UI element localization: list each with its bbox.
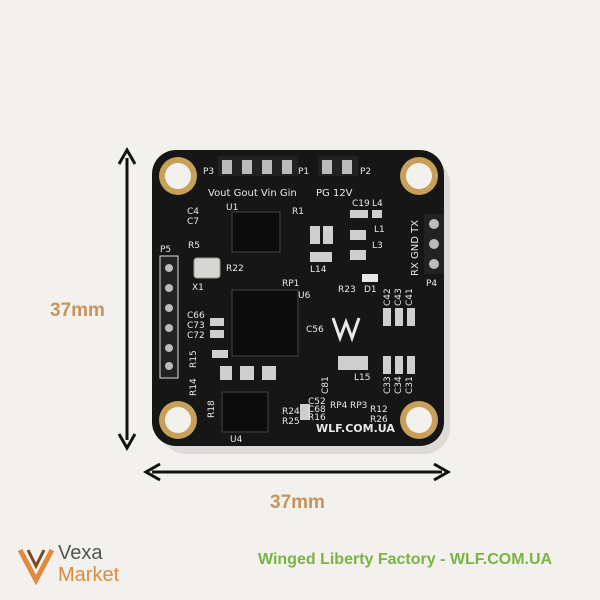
label-r14: R14 xyxy=(189,378,199,396)
brand-name-line2: Market xyxy=(58,564,120,586)
label-rp3: RP3 xyxy=(350,401,367,411)
label-p2: P2 xyxy=(360,167,371,177)
label-r1: R1 xyxy=(292,207,304,217)
label-c43: C43 xyxy=(394,288,404,306)
vexa-logo-icon xyxy=(17,548,55,586)
label-c56: C56 xyxy=(306,325,324,335)
label-rp1: RP1 xyxy=(282,279,299,289)
label-p5: P5 xyxy=(160,245,171,255)
label-r5: R5 xyxy=(188,241,200,251)
footer-caption: Winged Liberty Factory - WLF.COM.UA xyxy=(258,551,553,568)
label-p3: P3 xyxy=(203,167,214,177)
label-c66: C66 xyxy=(187,311,205,321)
label-c42: C42 xyxy=(383,288,393,306)
board-url: WLF.COM.UA xyxy=(316,422,395,435)
chip-u1 xyxy=(231,211,281,253)
header-pins-top xyxy=(218,156,358,176)
vertical-dimension-arrow xyxy=(117,146,137,452)
crystal-x1 xyxy=(193,257,221,279)
label-c7: C7 xyxy=(187,217,199,227)
horizontal-dimension-arrow xyxy=(142,462,452,482)
horizontal-dimension-label: 37mm xyxy=(270,492,325,513)
label-c81: C81 xyxy=(321,376,331,394)
pins-right-text: RX GND TX xyxy=(410,220,421,276)
mounting-holes xyxy=(159,157,438,439)
label-l15: L15 xyxy=(354,373,370,383)
label-c72: C72 xyxy=(187,331,205,341)
brand-block: Vexa Market xyxy=(18,542,168,588)
label-r26: R26 xyxy=(370,415,388,425)
label-c52: C52 xyxy=(308,397,326,407)
brand-name-line1: Vexa xyxy=(58,542,103,564)
label-r24: R24 xyxy=(282,407,300,417)
label-x1: X1 xyxy=(192,283,204,293)
label-c41: C41 xyxy=(405,288,415,306)
label-l1: L1 xyxy=(374,225,385,235)
label-l4: L4 xyxy=(372,199,383,209)
label-r23: R23 xyxy=(338,285,356,295)
label-l3: L3 xyxy=(372,241,383,251)
pins-top-right-text: PG 12V xyxy=(316,188,353,199)
label-c73: C73 xyxy=(187,321,205,331)
label-c19: C19 xyxy=(352,199,370,209)
label-r22: R22 xyxy=(226,264,244,274)
header-pins-left xyxy=(159,255,179,379)
vertical-dimension-label: 37mm xyxy=(50,300,105,321)
chip-u6 xyxy=(231,289,299,357)
label-c4: C4 xyxy=(187,207,199,217)
label-rp4: RP4 xyxy=(330,401,348,411)
header-pins-right xyxy=(424,214,444,274)
label-d1: D1 xyxy=(364,285,377,295)
label-c31: C31 xyxy=(405,376,415,394)
wlf-logo xyxy=(331,317,361,343)
label-u4: U4 xyxy=(230,435,243,445)
chip-u4 xyxy=(221,391,269,433)
label-u6: U6 xyxy=(298,291,311,301)
label-r16: R16 xyxy=(308,413,326,423)
label-u1: U1 xyxy=(226,203,238,213)
label-p1: P1 xyxy=(298,167,309,177)
label-c33: C33 xyxy=(383,376,393,394)
label-r15: R15 xyxy=(189,350,199,368)
label-l14: L14 xyxy=(310,265,327,275)
label-r18: R18 xyxy=(207,400,217,418)
smd-components xyxy=(210,210,415,420)
pins-top-left-text: Vout Gout Vin Gin xyxy=(208,188,297,199)
label-p4: P4 xyxy=(426,279,437,289)
label-r12: R12 xyxy=(370,405,388,415)
label-c68: C68 xyxy=(308,405,326,415)
label-c34: C34 xyxy=(394,376,404,394)
label-r25: R25 xyxy=(282,417,300,427)
